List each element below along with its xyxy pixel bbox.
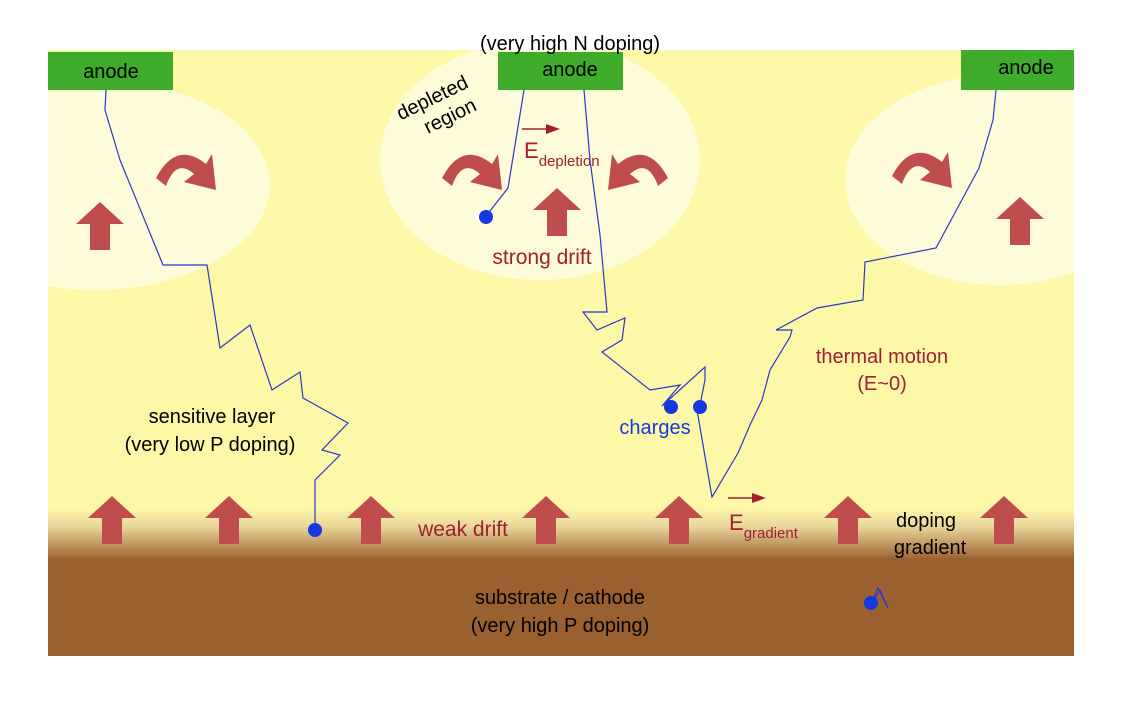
- depletion-zone-left: [0, 80, 270, 290]
- track-right: [696, 89, 997, 499]
- e-gradient-vector: [728, 493, 766, 503]
- e-gradient-label: Egradient: [729, 510, 799, 542]
- substrate-label: substrate / cathode: [475, 587, 645, 609]
- substrate-region: [48, 558, 1074, 656]
- depletion-zone-right: [845, 75, 1122, 285]
- charge-dot: [479, 210, 493, 224]
- track-center-short: [485, 89, 525, 217]
- e-depletion-label: Edepletion: [524, 138, 600, 170]
- charge-tracks: [104, 89, 997, 609]
- charge-dot: [308, 523, 322, 537]
- sensitive-layer-sub: (very low P doping): [125, 434, 296, 456]
- anode-label-right: anode: [998, 57, 1054, 79]
- doping-gradient-label: doping: [896, 510, 956, 532]
- anode-right: [961, 50, 1074, 90]
- anode-label-left: anode: [83, 61, 139, 83]
- track-substrate: [871, 586, 889, 609]
- doping-gradient-sub: gradient: [894, 537, 967, 559]
- strong-drift-label: strong drift: [492, 246, 591, 269]
- depletion-zones: [0, 40, 1122, 290]
- charges-label: charges: [619, 417, 690, 439]
- thermal-motion-label: thermal motion: [816, 346, 948, 368]
- depletion-zone-center: [380, 40, 700, 280]
- charges: [308, 210, 878, 610]
- sensitive-layer-label: sensitive layer: [149, 406, 276, 428]
- weak-drift-label: weak drift: [417, 518, 508, 541]
- charge-dot: [664, 400, 678, 414]
- anode-left: [48, 52, 173, 90]
- top-note: (very high N doping): [480, 33, 660, 55]
- charge-dot: [864, 596, 878, 610]
- anode-center: [498, 52, 623, 90]
- track-left: [104, 89, 349, 530]
- charge-dot: [693, 400, 707, 414]
- thermal-motion-sub: (E~0): [857, 373, 906, 395]
- anode-label-center: anode: [542, 59, 598, 81]
- track-center-long: [581, 89, 706, 407]
- substrate-sub: (very high P doping): [471, 615, 650, 637]
- e-depletion-vector: [522, 124, 560, 134]
